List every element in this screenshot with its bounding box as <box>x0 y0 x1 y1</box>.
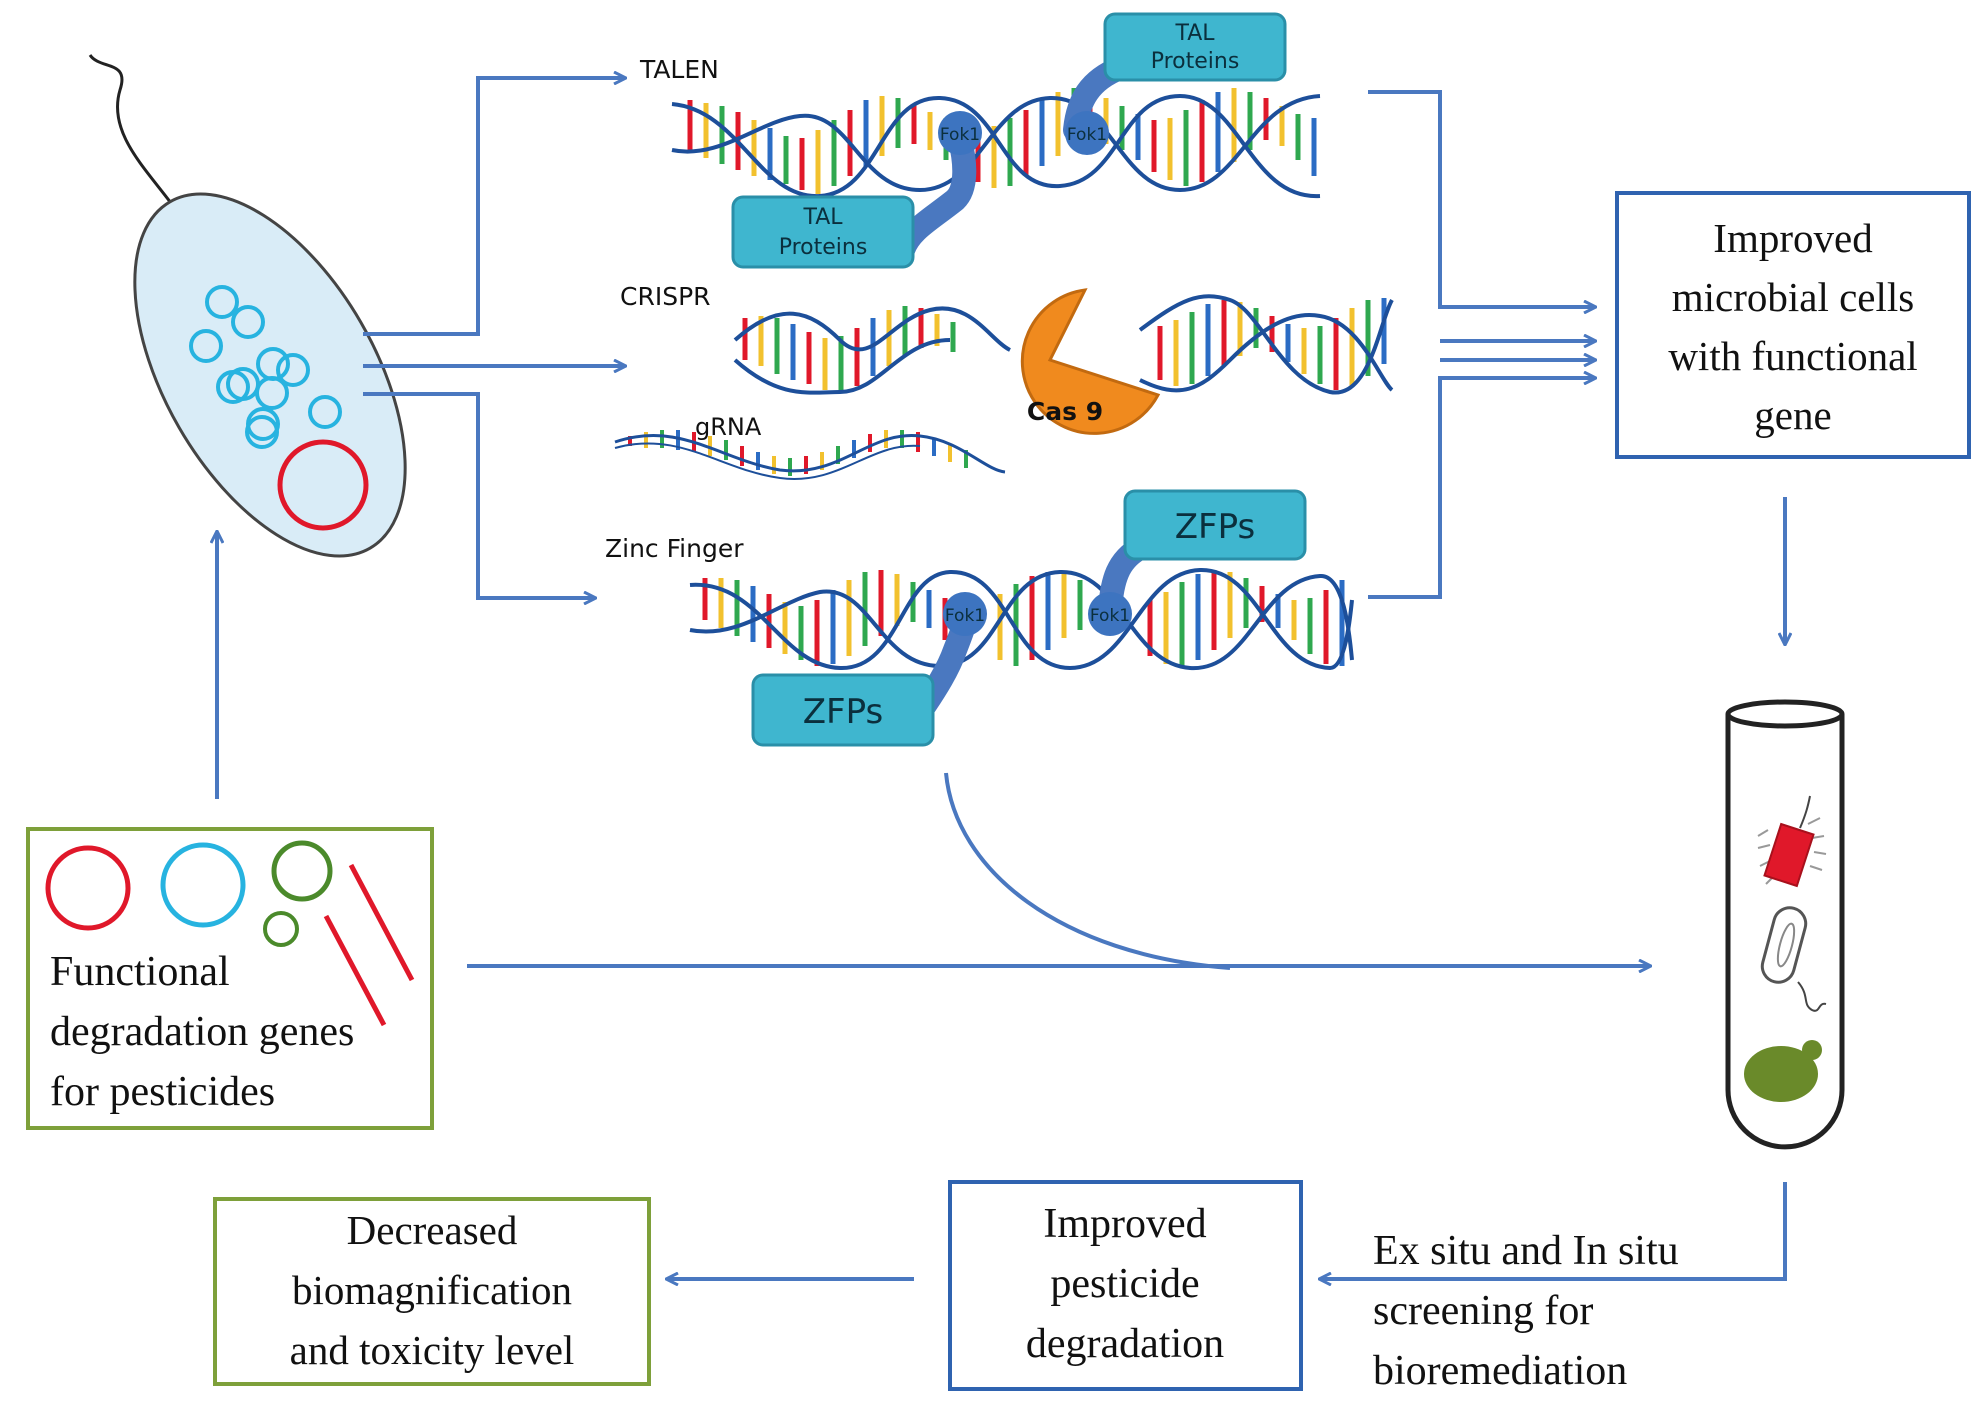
red-bacterium <box>1757 795 1827 888</box>
svg-text:biomagnification: biomagnification <box>292 1267 572 1313</box>
talen-fok1-right <box>1065 111 1109 155</box>
svg-text:ZFPs: ZFPs <box>803 692 883 732</box>
svg-text:degradation: degradation <box>1026 1321 1224 1367</box>
crispr-section: CRISPR <box>614 282 1394 480</box>
zinc-finger-label: Zinc Finger <box>605 534 744 563</box>
svg-text:for pesticides: for pesticides <box>50 1069 275 1115</box>
svg-text:Functional: Functional <box>50 949 230 995</box>
zinc-fok1-left <box>943 592 987 636</box>
gene-blue-circle <box>160 842 246 928</box>
gene-linear-fragment-1 <box>348 863 415 982</box>
svg-text:screening for: screening for <box>1373 1288 1593 1334</box>
crispr-grna-strand <box>614 430 1006 480</box>
gene-small-green-circle <box>263 911 299 947</box>
plasmid-circles <box>189 285 342 449</box>
svg-text:TAL: TAL <box>802 205 843 230</box>
talen-dna-helix <box>671 88 1321 199</box>
test-tube <box>1725 699 1845 1150</box>
white-bacterium <box>1760 906 1827 1012</box>
svg-text:Proteins: Proteins <box>779 235 868 260</box>
svg-text:degradation genes: degradation genes <box>50 1009 354 1055</box>
svg-text:Improved: Improved <box>1043 1201 1206 1247</box>
svg-text:Ex situ and In situ: Ex situ and In situ <box>1373 1228 1679 1274</box>
decreased-toxicity-box: Decreased biomagnification and toxicity … <box>213 1197 651 1386</box>
svg-text:Cas 9: Cas 9 <box>1027 397 1103 426</box>
functional-genes-box: Functional degradation genes for pestici… <box>26 827 434 1130</box>
gene-linear-fragment-2 <box>323 914 387 1027</box>
svg-text:Decreased: Decreased <box>347 1207 518 1253</box>
svg-text:gene: gene <box>1754 392 1831 438</box>
talen-tal-protein-bottom: TAL Proteins <box>731 195 915 269</box>
svg-text:ZFPs: ZFPs <box>1175 507 1255 547</box>
crispr-dna-helix <box>733 294 1394 395</box>
gene-green-circle <box>271 840 333 902</box>
tube-to-degradation-arrow <box>1320 1182 1787 1279</box>
crispr-label: CRISPR <box>620 282 711 311</box>
svg-text:Proteins: Proteins <box>1151 49 1240 74</box>
gene-red-circle <box>45 845 131 931</box>
talen-fok1-left <box>938 111 982 155</box>
svg-text:Fok1: Fok1 <box>940 125 980 145</box>
methods-to-cells-arrows <box>1368 90 1595 599</box>
improved-cells-box: Improved microbial cells with functional… <box>1615 191 1971 459</box>
zinc-finger-section: Zinc Finger <box>605 489 1354 747</box>
zfp-curve-connector <box>944 772 1231 970</box>
svg-text:with functional: with functional <box>1668 333 1917 379</box>
flagellum <box>88 54 190 229</box>
talen-tal-protein-top: TAL Proteins <box>1103 12 1287 82</box>
svg-text:Fok1: Fok1 <box>1090 606 1130 626</box>
svg-text:microbial cells: microbial cells <box>1672 274 1915 320</box>
grna-label: gRNA <box>695 413 762 441</box>
svg-text:TAL: TAL <box>1174 21 1215 46</box>
svg-text:Improved: Improved <box>1713 215 1872 261</box>
screening-text: Ex situ and In situ screening for biorem… <box>1373 1228 1679 1394</box>
zfp-protein-top: ZFPs <box>1123 489 1307 561</box>
zfp-protein-bottom: ZFPs <box>751 673 935 747</box>
svg-text:pesticide: pesticide <box>1050 1261 1199 1307</box>
svg-text:Fok1: Fok1 <box>1067 125 1107 145</box>
cell-body <box>133 192 407 558</box>
zinc-finger-dna-helix <box>689 567 1354 671</box>
improved-degradation-box: Improved pesticide degradation <box>948 1180 1303 1391</box>
cell-to-methods-arrows <box>363 78 625 598</box>
bacterium-cell <box>88 54 407 558</box>
cas9-protein: Cas 9 <box>1020 288 1161 435</box>
svg-text:bioremediation: bioremediation <box>1373 1348 1627 1394</box>
svg-text:and toxicity level: and toxicity level <box>290 1327 575 1373</box>
green-yeast-cell <box>1744 1040 1822 1102</box>
talen-label: TALEN <box>639 55 719 84</box>
zinc-fok1-right <box>1088 592 1132 636</box>
svg-text:Fok1: Fok1 <box>945 606 985 626</box>
chromosome-circle <box>277 439 369 531</box>
talen-section: TALEN <box>639 12 1321 269</box>
